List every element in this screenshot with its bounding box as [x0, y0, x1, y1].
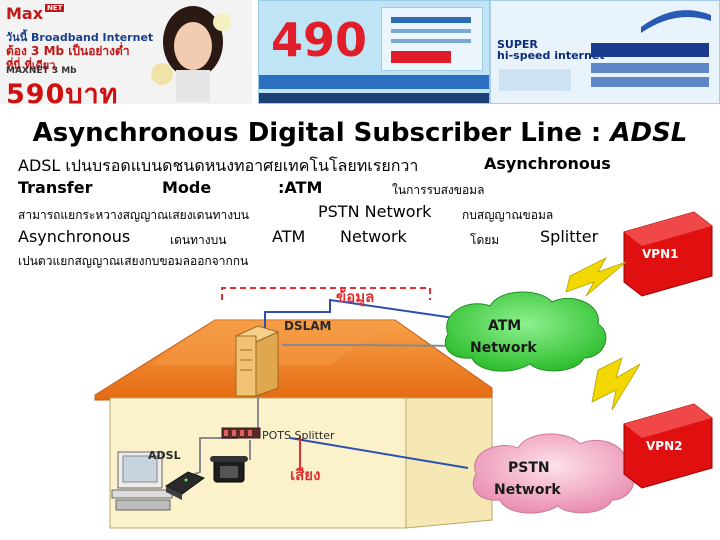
vpn2-box — [623, 403, 713, 489]
telephone-icon — [210, 456, 248, 483]
computer-icon — [111, 451, 173, 511]
term-transfer: Transfer — [18, 178, 93, 197]
lightning-icon — [565, 257, 627, 297]
adsl-modem-icon — [164, 471, 206, 500]
atm-cloud — [444, 291, 607, 372]
term-asynchronous-2: Asynchronous — [18, 227, 131, 246]
ad2-price: 490 — [271, 13, 368, 67]
term-pstn-network: PSTN Network — [318, 202, 432, 221]
term-atm: :ATM — [278, 178, 323, 197]
body-line3-text-b: กบสญญาณขอมล — [462, 208, 554, 222]
ad2-band — [259, 75, 489, 89]
dslam-label: DSLAM — [284, 319, 331, 333]
body-line4-text-b: โดยม — [470, 233, 500, 247]
model-photo — [151, 6, 231, 102]
body-line3-text: สามารถแยกระหวางสญญาณเสยงเดนทางบน — [18, 208, 249, 222]
tot-490-ad-banner[interactable]: 490 — [258, 0, 490, 104]
ad3-tile — [499, 69, 571, 91]
ad3-bar — [591, 43, 709, 57]
ad1-price: 590บาท — [6, 79, 119, 110]
ad2-info-bar — [391, 17, 471, 23]
term-network: Network — [340, 227, 407, 246]
ad3-bar — [591, 63, 709, 73]
data-label: ข้อมูล — [336, 288, 374, 307]
term-splitter: Splitter — [540, 227, 599, 246]
slide-title: Asynchronous Digital Subscriber Line : A… — [32, 118, 688, 148]
dslam-server-icon — [234, 325, 280, 397]
term-asynchronous: Asynchronous — [484, 154, 611, 173]
body-line4-text: เดนทางบน — [170, 233, 227, 247]
pstn-cloud-label-1: PSTN — [508, 460, 550, 476]
ad3-bar — [591, 77, 709, 87]
term-mode: Mode — [162, 178, 212, 197]
ad2-footer — [259, 93, 489, 103]
atm-cloud-label-1: ATM — [488, 318, 521, 334]
pstn-cloud-label-2: Network — [494, 482, 561, 498]
atm-cloud-label-2: Network — [470, 340, 537, 356]
body-line2-text: ในการรบสงขอมล — [392, 183, 485, 197]
pots-splitter-icon — [221, 427, 261, 439]
ad2-info-bar — [391, 39, 471, 43]
house — [94, 319, 493, 529]
ad2-badge — [391, 51, 451, 63]
body-line1-text: ADSL เปนบรอดแบนดชนดหนงทอาศยเทคโนโลยทเรยก… — [18, 156, 419, 175]
ad2-info-bar — [391, 29, 471, 33]
ad1-line2: ต้อง 3 Mb เป็นอย่างต่ำ — [6, 44, 130, 58]
body-line5-text: เปนตวแยกสญญาณเสยงกบขอมลออกจากกน — [18, 254, 249, 268]
pstn-cloud — [472, 433, 635, 514]
ad3-swoosh — [641, 10, 711, 33]
vpn1-label: VPN1 — [642, 247, 678, 261]
voice-label: เสียง — [290, 466, 320, 484]
vpn1-box — [623, 211, 713, 297]
term-atm-2: ATM — [272, 227, 306, 246]
ad1-line4: MAXNET 3 Mb — [6, 66, 77, 76]
adsl-label: ADSL — [148, 449, 181, 462]
lightning-icon — [591, 357, 641, 411]
ad1-line1: วันนี้ Broadband Internet — [6, 31, 154, 44]
vpn2-label: VPN2 — [646, 439, 682, 453]
connection-lines — [179, 287, 469, 481]
pots-splitter-label: POTS Splitter — [262, 429, 335, 442]
ad1-line3: ที่นี่ ที่เดียว — [6, 59, 56, 72]
